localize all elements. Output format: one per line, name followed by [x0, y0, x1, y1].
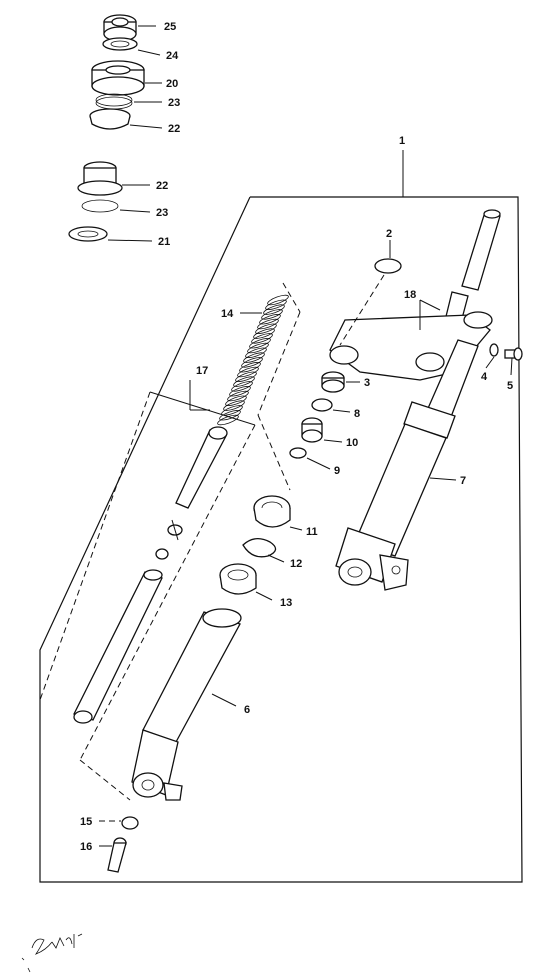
- fork-outer-tube-6: [131, 608, 242, 801]
- label-11: 11: [306, 526, 318, 538]
- label-2: 2: [386, 228, 392, 240]
- ball-bearing-23b: [81, 199, 151, 213]
- bushing-3: [321, 371, 360, 393]
- sub-assembly-boundary: [39, 391, 291, 801]
- label-3: 3: [364, 377, 370, 389]
- o-ring-9: [289, 447, 331, 470]
- label-12: 12: [290, 558, 302, 570]
- o-ring-8: [311, 398, 351, 413]
- spring-coil: [261, 309, 283, 320]
- spring-coil: [259, 313, 281, 325]
- label-23b: 23: [156, 207, 168, 219]
- label-5: 5: [507, 380, 513, 392]
- spring-coil: [257, 318, 279, 330]
- spring-coil: [223, 400, 245, 411]
- label-4: 4: [481, 371, 488, 383]
- label-10: 10: [346, 437, 358, 449]
- bolt-5: [504, 347, 523, 376]
- bushing-13: [219, 563, 273, 601]
- spring-14: [217, 282, 301, 426]
- spring-coil: [219, 409, 241, 421]
- bolt-16: [99, 837, 127, 873]
- handwritten-signature: [21, 933, 83, 973]
- retaining-clip-12: [242, 538, 285, 563]
- label-18: 18: [404, 289, 416, 301]
- spring-coil: [235, 371, 257, 383]
- spring-coil: [239, 361, 261, 373]
- spring-coil: [255, 323, 277, 335]
- label-14: 14: [221, 308, 234, 320]
- label-20: 20: [166, 78, 178, 90]
- spring-coil: [267, 294, 289, 306]
- washer-15: [99, 816, 139, 830]
- race-20: [91, 60, 162, 96]
- spring-coil: [251, 333, 273, 344]
- bolt-10: [301, 417, 343, 443]
- inner-tube: [73, 569, 163, 724]
- cone-22a: [89, 108, 163, 130]
- spring-coil: [225, 395, 247, 407]
- label-1: 1: [399, 135, 405, 147]
- spring-coil: [243, 352, 265, 363]
- spring-coil: [263, 304, 285, 315]
- washer-24: [102, 37, 161, 56]
- spring-coil: [231, 381, 253, 392]
- fork-outer-tube-7: [335, 339, 479, 591]
- label-22a: 22: [168, 123, 180, 135]
- oil-seal-11: [253, 495, 303, 531]
- label-8: 8: [354, 408, 360, 420]
- spring-coil: [247, 342, 269, 354]
- label-25: 25: [164, 21, 176, 33]
- spring-coil: [265, 299, 287, 311]
- part-labels: 25 24 20 23 22 22 23 21 1 2 18 14 4 5 17…: [80, 21, 513, 853]
- ball-bearing-23a: [95, 93, 162, 110]
- label-17: 17: [196, 365, 208, 377]
- label-15: 15: [80, 816, 92, 828]
- cap-2: [339, 240, 402, 346]
- steering-nut-25: [103, 14, 156, 42]
- washer-4: [485, 343, 499, 369]
- damper-rod-17: [155, 380, 228, 560]
- label-7: 7: [460, 475, 466, 487]
- spring-coil: [227, 390, 249, 402]
- cone-22b: [77, 161, 150, 196]
- label-22b: 22: [156, 180, 168, 192]
- label-23a: 23: [168, 97, 180, 109]
- spring-coil: [253, 328, 275, 339]
- label-6: 6: [244, 704, 250, 716]
- spring-coil: [237, 366, 259, 378]
- label-24: 24: [166, 50, 179, 62]
- assembly-frame: [39, 150, 523, 883]
- spring-coil: [233, 376, 255, 387]
- spring-coil: [217, 414, 239, 426]
- spring-coil: [249, 337, 271, 349]
- dust-seal-21: [68, 226, 153, 242]
- spring-coil: [245, 347, 267, 359]
- label-13: 13: [280, 597, 292, 609]
- label-9: 9: [334, 465, 340, 477]
- spring-coil: [229, 385, 251, 397]
- label-21: 21: [158, 236, 170, 248]
- label-16: 16: [80, 841, 92, 853]
- spring-coil: [241, 357, 263, 368]
